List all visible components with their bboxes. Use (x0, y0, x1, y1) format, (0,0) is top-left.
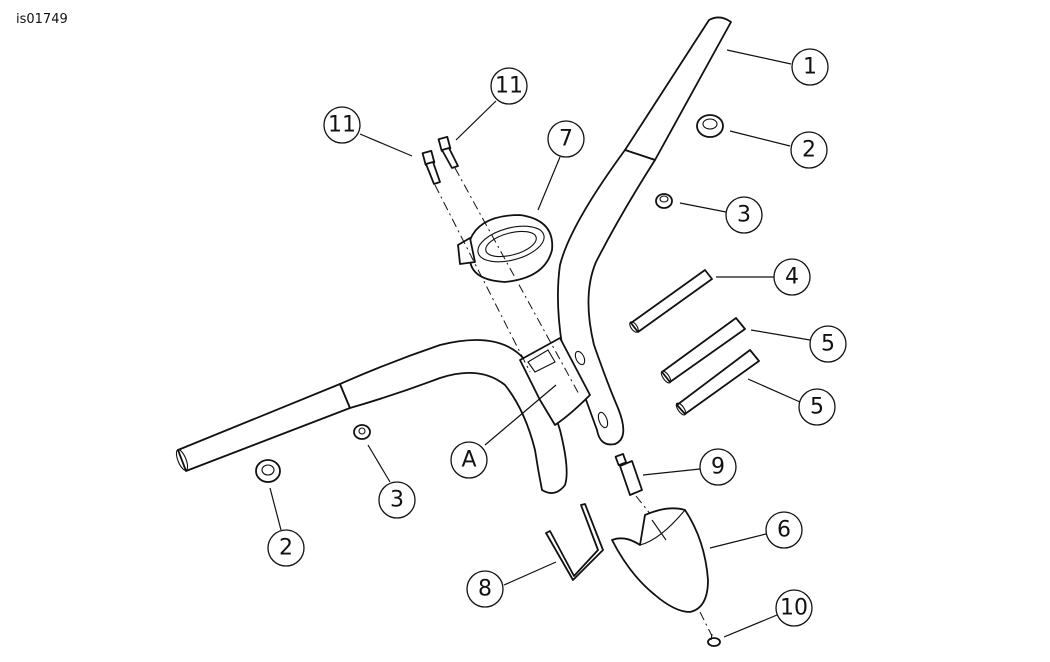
rod-4 (629, 269, 713, 333)
callout-label: 6 (777, 518, 791, 543)
right-handlebar (557, 16, 732, 446)
cap-right (655, 193, 673, 209)
callout-label: 2 (279, 536, 293, 561)
callout-11-right: 11 (490, 67, 528, 105)
callout-5-lower: 5 (798, 388, 836, 426)
callout-11-left: 11 (323, 106, 361, 144)
left-handlebar (175, 339, 568, 494)
callout-8: 8 (466, 570, 504, 608)
cover-6 (611, 507, 709, 613)
callout-5-upper: 5 (809, 325, 847, 363)
grommet-right (696, 114, 724, 138)
screw-left (421, 150, 441, 185)
callout-6: 6 (765, 511, 803, 549)
screw-right (437, 136, 459, 169)
grommet-left (255, 459, 281, 483)
screw-axis-right (454, 167, 581, 397)
callout-label: 5 (810, 395, 824, 420)
callout-label: 9 (711, 455, 725, 480)
callout-3-right: 3 (725, 196, 763, 234)
callout-9: 9 (699, 448, 737, 486)
callout-label: 3 (737, 203, 751, 228)
callout-label: 4 (785, 265, 799, 290)
callout-7: 7 (547, 120, 585, 158)
rod-5-lower (675, 349, 760, 416)
rod-5-upper (660, 317, 746, 384)
leader-lines (269, 49, 811, 638)
callout-label: 1 (803, 55, 817, 80)
callout-label: 3 (390, 488, 404, 513)
screw-10 (707, 633, 721, 647)
callout-label: 10 (780, 596, 808, 621)
callout-a: A (450, 441, 488, 479)
riser-bracket (519, 337, 591, 426)
figure-id: is01749 (16, 12, 68, 27)
callout-label: A (461, 448, 476, 473)
callout-3-left: 3 (378, 481, 416, 519)
callout-label: 7 (559, 127, 573, 152)
clamp-ring (457, 214, 554, 283)
callout-label: 11 (328, 113, 356, 138)
callout-label: 8 (478, 577, 492, 602)
screw-axis-left (434, 184, 531, 373)
callout-label: 11 (495, 74, 523, 99)
hex-key-8 (545, 503, 604, 581)
standoff-9 (614, 453, 643, 496)
cap-left (353, 424, 371, 440)
callout-label: 2 (802, 138, 816, 163)
callout-10: 10 (775, 589, 813, 627)
callout-2-right: 2 (790, 131, 828, 169)
cover-axis (699, 611, 713, 637)
callout-4: 4 (773, 258, 811, 296)
callout-2-left: 2 (267, 529, 305, 567)
callout-1: 1 (791, 48, 829, 86)
callout-label: 5 (821, 332, 835, 357)
